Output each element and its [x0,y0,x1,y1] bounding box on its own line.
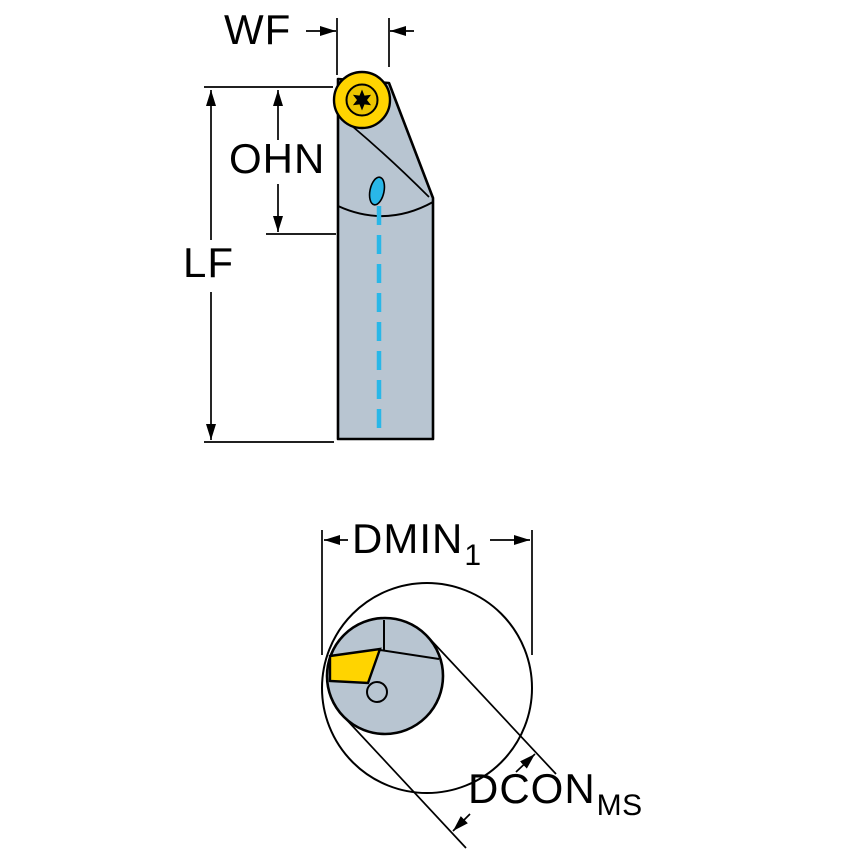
label-wf: WF [224,9,291,51]
dcon-extension-line-lower [344,717,467,849]
dcon-dimension-arrow-upper [515,753,536,773]
toolholder-body-side [336,77,435,441]
label-wf-text: WF [224,6,292,53]
label-dcon-subscript: MS [596,789,643,822]
label-dmin: DMIN1 [352,515,481,571]
label-lf-text: LF [183,239,235,286]
torx-screw-icon [352,89,372,111]
label-lf: LF [183,242,234,284]
label-ohn: OHN [229,138,325,180]
end-view [321,582,533,794]
label-dcon-text: DCON [468,765,596,812]
pocket-slot-horizontal [379,649,440,660]
screw-hole-end-view [366,681,388,703]
side-view [332,70,435,441]
side-view-dimensions [204,18,414,443]
insert-pocket-line [351,125,430,198]
insert-end-view [328,647,382,685]
label-dmin-subscript: 1 [464,539,482,572]
label-dcon: DCONMS [468,765,642,821]
coolant-outlet [368,176,386,206]
dcon-extension-line-upper [428,637,557,775]
end-view-dimensions [321,530,557,849]
label-ohn-text: OHN [229,135,326,182]
shank-cross-section [325,616,445,736]
head-shank-junction-line [337,201,434,218]
label-dmin-text: DMIN [352,515,464,562]
dcon-dimension-arrow-lower [452,813,471,832]
